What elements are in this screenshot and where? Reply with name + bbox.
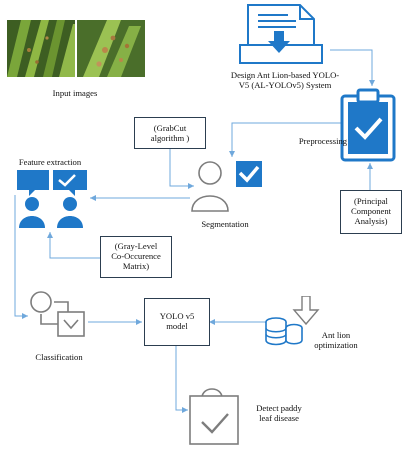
input-images-label: Input images (52, 88, 98, 98)
flowchart-icon (28, 290, 90, 349)
detect-label: Detect paddy leaf disease (256, 403, 302, 423)
glcm-label: (Gray-Level Co-Occurence Matrix) (111, 241, 161, 271)
bag-check-icon (188, 384, 248, 451)
grabcut-box: (GrabCut algorithm ) (134, 117, 206, 149)
input-leaf-photo-2 (77, 20, 145, 77)
arrow-design-to-preprocessing (330, 49, 375, 86)
arrow-grabcut-to-segmentation (169, 148, 194, 189)
arrow-glcm-to-feature (47, 232, 100, 259)
classification-label: Classification (35, 352, 83, 362)
arrow-yolo-to-detect (175, 345, 188, 413)
grabcut-label: (GrabCut algorithm ) (150, 123, 190, 143)
clipboard-check-icon (338, 88, 400, 169)
arrow-feature-to-classification (14, 195, 28, 319)
feature-extraction-label: Feature extraction (18, 157, 82, 167)
yolo-box: YOLO v5 model (144, 298, 210, 346)
document-download-icon (238, 3, 330, 70)
input-leaf-photo-1 (7, 20, 75, 77)
arrow-preprocessing-to-segmentation (229, 122, 345, 157)
segmentation-label: Segmentation (201, 219, 249, 229)
pca-box: (Principal Component Analysis) (340, 190, 402, 234)
glcm-box: (Gray-Level Co-Occurence Matrix) (100, 236, 172, 278)
user-check-icon (190, 157, 270, 222)
users-chat-icon (15, 168, 90, 235)
ant-lion-label: Ant lion optimization (314, 330, 358, 350)
yolo-label: YOLO v5 model (159, 311, 195, 331)
pca-label: (Principal Component Analysis) (350, 196, 392, 226)
database-arrow-icon (264, 295, 326, 351)
design-system-label: Design Ant Lion-based YOLO- V5 (AL-YOLOv… (230, 70, 340, 90)
preprocessing-label: Preprocessing (298, 136, 348, 146)
